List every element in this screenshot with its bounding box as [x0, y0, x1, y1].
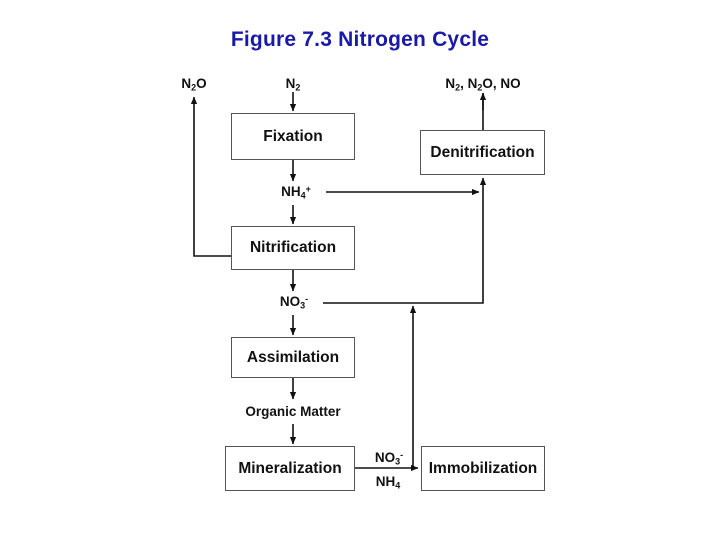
figure-title: Figure 7.3 Nitrogen Cycle — [230, 28, 490, 51]
box-immobilization-label: Immobilization — [428, 459, 538, 477]
box-fixation-label: Fixation — [263, 127, 323, 145]
label-nitrate-bottom: NO3- — [374, 450, 404, 467]
label-n2-top: N2 — [285, 76, 301, 93]
arrow-nitrate-to-denitrification — [323, 177, 487, 304]
label-organic-matter: Organic Matter — [245, 404, 341, 419]
label-denitrification-gases: N2, N2O, NO — [445, 76, 521, 93]
label-nitrate-middle: NO3- — [279, 294, 309, 311]
box-nitrification-label: Nitrification — [249, 239, 337, 256]
box-nitrification[interactable]: Nitrification — [231, 226, 355, 270]
box-denitrification[interactable]: Denitrification — [420, 130, 545, 175]
arrow-nitrification-to-n2o — [190, 96, 231, 257]
box-mineralization[interactable]: Mineralization — [225, 446, 355, 491]
box-assimilation[interactable]: Assimilation — [231, 337, 355, 378]
box-immobilization[interactable]: Immobilization — [421, 446, 545, 491]
box-assimilation-label: Assimilation — [246, 348, 340, 366]
box-denitrification-label: Denitrification — [430, 143, 535, 161]
box-mineralization-label: Mineralization — [238, 459, 342, 477]
label-n2o-left: N2O — [181, 76, 207, 93]
box-fixation[interactable]: Fixation — [231, 113, 355, 160]
label-ammonium-bottom: NH4 — [375, 474, 401, 491]
label-ammonium: NH4+ — [281, 184, 311, 201]
